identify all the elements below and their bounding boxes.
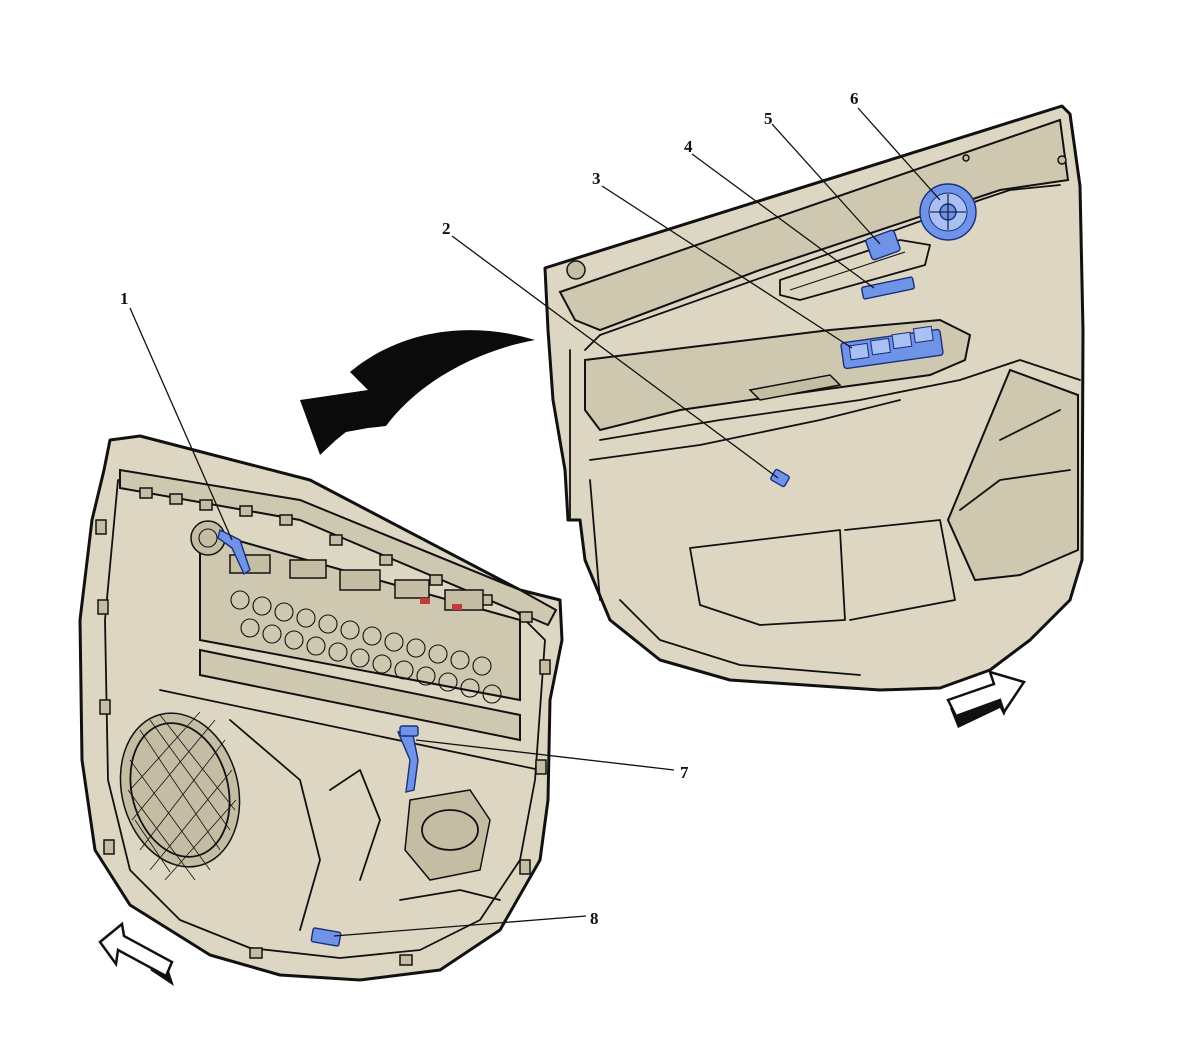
callout-4: 4	[684, 137, 693, 156]
callout-1: 1	[120, 289, 129, 308]
callout-8: 8	[590, 909, 599, 928]
curved-arrow-icon	[300, 330, 535, 455]
callout-3: 3	[592, 169, 601, 188]
switch-module-details	[229, 554, 484, 611]
clip-row	[139, 487, 533, 623]
harness-connector	[310, 927, 342, 947]
edge-clips	[95, 519, 551, 966]
speaker-grille	[119, 711, 241, 881]
door-lock-switch	[860, 276, 916, 300]
door-trim-panel-front-view	[543, 104, 1085, 692]
latch-mechanism	[399, 789, 501, 901]
callout-labels: 1 2 3 4 5 6 7 8	[120, 89, 859, 928]
door-trim-panel-rear-view	[78, 434, 564, 982]
forward-arrow-icon	[98, 921, 174, 986]
leader-lines	[129, 107, 941, 937]
honeycomb-ribs	[230, 590, 502, 704]
forward-arrow-icon	[946, 670, 1026, 728]
callout-7: 7	[680, 763, 689, 782]
tweeter-harness	[217, 528, 251, 576]
callout-5: 5	[764, 109, 773, 128]
callout-2: 2	[442, 219, 451, 238]
trim-fastener-icon	[566, 260, 586, 280]
callout-6: 6	[850, 89, 859, 108]
